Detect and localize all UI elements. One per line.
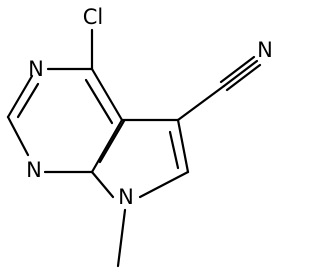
pyrimidine-nitrogen-bottom-label: N [26,158,42,182]
bond-n3-c2-outer [6,74,34,119]
bond-c5-c6-inner [168,130,180,170]
nitrile-triple-bond-2 [219,55,256,84]
molecule-diagram: Cl N N N N [6,5,273,268]
nitrile-nitrogen-label: N [257,38,273,62]
bond-c4a-c4-inner [84,78,114,125]
nitrile-triple-bond-3 [225,63,262,92]
bond-c4a-c4-outer [90,67,124,122]
bonds [6,28,262,268]
bond-c7a-c4a-inner [98,119,126,164]
bond-c5-c6-outer [176,118,190,174]
pyrrole-nitrogen-label: N [118,185,134,209]
bond-c6-n7 [138,170,190,199]
bond-c2-n1 [6,115,30,157]
bond-n7-methyl [116,208,127,268]
atom-labels: Cl N N N N [26,5,273,209]
pyrimidine-nitrogen-top-label: N [28,57,44,81]
nitrile-triple-bond-1 [222,59,259,88]
bond-c7a-c4a-outer [90,118,124,174]
structure-canvas: Cl N N N N [6,5,273,268]
bond-n7-c7a [90,170,115,199]
bond-n3-c2-inner [16,82,40,119]
chlorine-atom-label: Cl [83,5,104,29]
bond-c5-cnc [176,84,226,122]
